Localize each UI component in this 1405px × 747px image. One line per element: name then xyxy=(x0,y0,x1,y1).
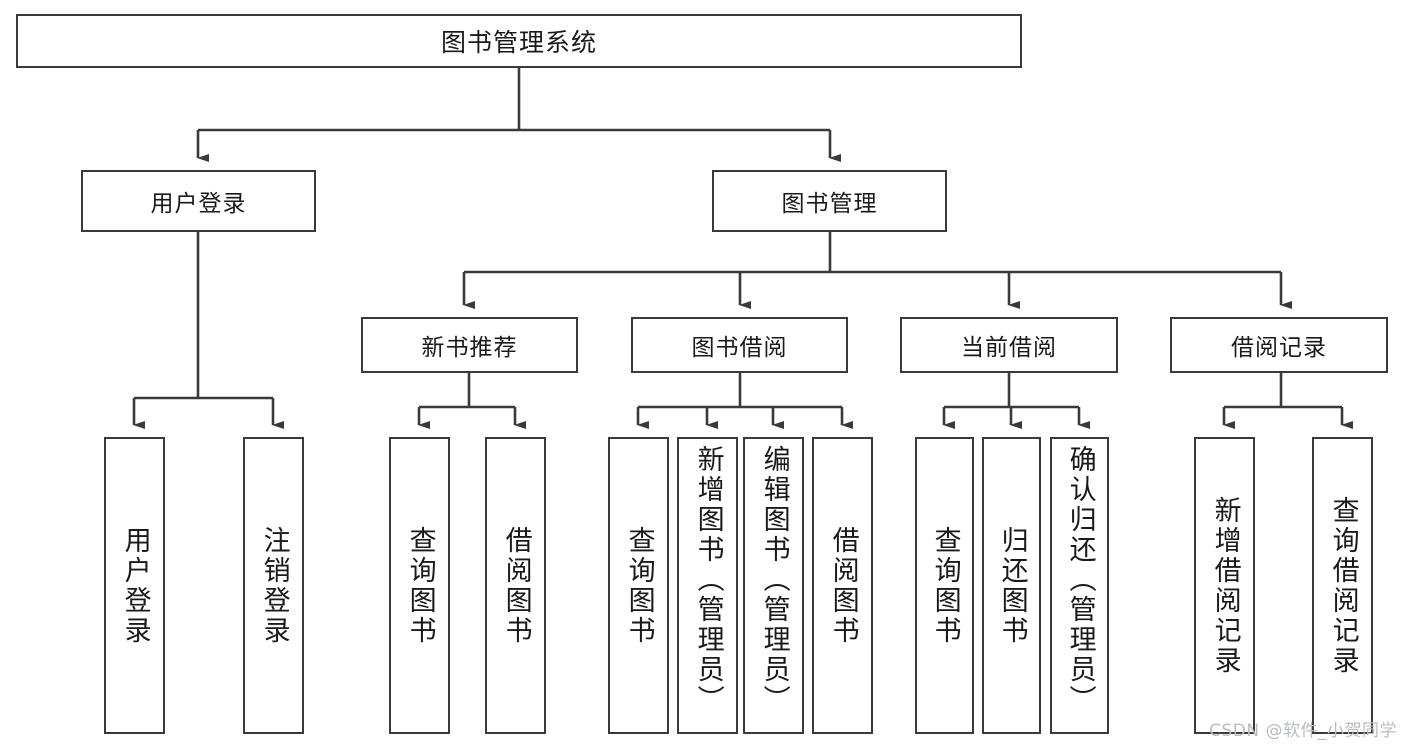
node-label: 当前借阅 xyxy=(961,335,1057,361)
node-current-borrow[interactable]: 当前借阅 xyxy=(900,317,1118,373)
leaf-query-book-recommend[interactable]: 查询图书 xyxy=(389,437,450,734)
node-new-book-recommend[interactable]: 新书推荐 xyxy=(361,317,578,373)
leaf-label: 借阅图书 xyxy=(500,525,532,646)
node-label: 借阅记录 xyxy=(1231,335,1327,361)
leaf-return-book[interactable]: 归还图书 xyxy=(982,437,1041,734)
node-label: 图书管理 xyxy=(781,191,878,217)
leaf-label: 归还图书 xyxy=(996,525,1028,646)
leaf-query-book-borrow[interactable]: 查询图书 xyxy=(608,437,669,734)
leaf-add-book-admin[interactable]: 新增图书（管理员） xyxy=(677,437,738,734)
node-label: 图书借阅 xyxy=(691,335,788,361)
leaf-borrow-book[interactable]: 借阅图书 xyxy=(812,437,873,734)
node-label: 用户登录 xyxy=(150,191,247,217)
leaf-label: 查询图书 xyxy=(929,525,961,646)
leaf-label: 查询借阅记录 xyxy=(1327,495,1359,676)
leaf-logout[interactable]: 注销登录 xyxy=(243,437,304,734)
leaf-query-borrow-record[interactable]: 查询借阅记录 xyxy=(1312,437,1373,734)
leaf-label: 借阅图书 xyxy=(827,525,859,646)
leaf-label: 用户登录 xyxy=(119,525,151,646)
node-book-borrow[interactable]: 图书借阅 xyxy=(631,317,848,373)
node-label: 新书推荐 xyxy=(421,335,518,361)
leaf-label: 查询图书 xyxy=(623,525,655,646)
leaf-label: 编辑图书（管理员） xyxy=(758,445,790,715)
leaf-user-login[interactable]: 用户登录 xyxy=(104,437,165,734)
leaf-label: 注销登录 xyxy=(258,525,290,646)
leaf-query-book-current[interactable]: 查询图书 xyxy=(915,437,974,734)
node-root-system[interactable]: 图书管理系统 xyxy=(16,14,1022,68)
csdn-watermark: CSDN @软件_小贺同学 xyxy=(1209,721,1397,741)
node-borrow-record[interactable]: 借阅记录 xyxy=(1170,317,1388,373)
leaf-label: 确认归还（管理员） xyxy=(1064,445,1096,715)
leaf-edit-book-admin[interactable]: 编辑图书（管理员） xyxy=(743,437,804,734)
leaf-label: 查询图书 xyxy=(404,525,436,646)
node-label: 图书管理系统 xyxy=(440,28,597,57)
node-book-management[interactable]: 图书管理 xyxy=(712,170,947,232)
leaf-borrow-book-recommend[interactable]: 借阅图书 xyxy=(485,437,546,734)
node-user-login[interactable]: 用户登录 xyxy=(81,170,316,232)
leaf-add-borrow-record[interactable]: 新增借阅记录 xyxy=(1194,437,1255,734)
leaf-label: 新增借阅记录 xyxy=(1209,495,1241,676)
leaf-confirm-return-admin[interactable]: 确认归还（管理员） xyxy=(1050,437,1109,734)
leaf-label: 新增图书（管理员） xyxy=(692,445,724,715)
